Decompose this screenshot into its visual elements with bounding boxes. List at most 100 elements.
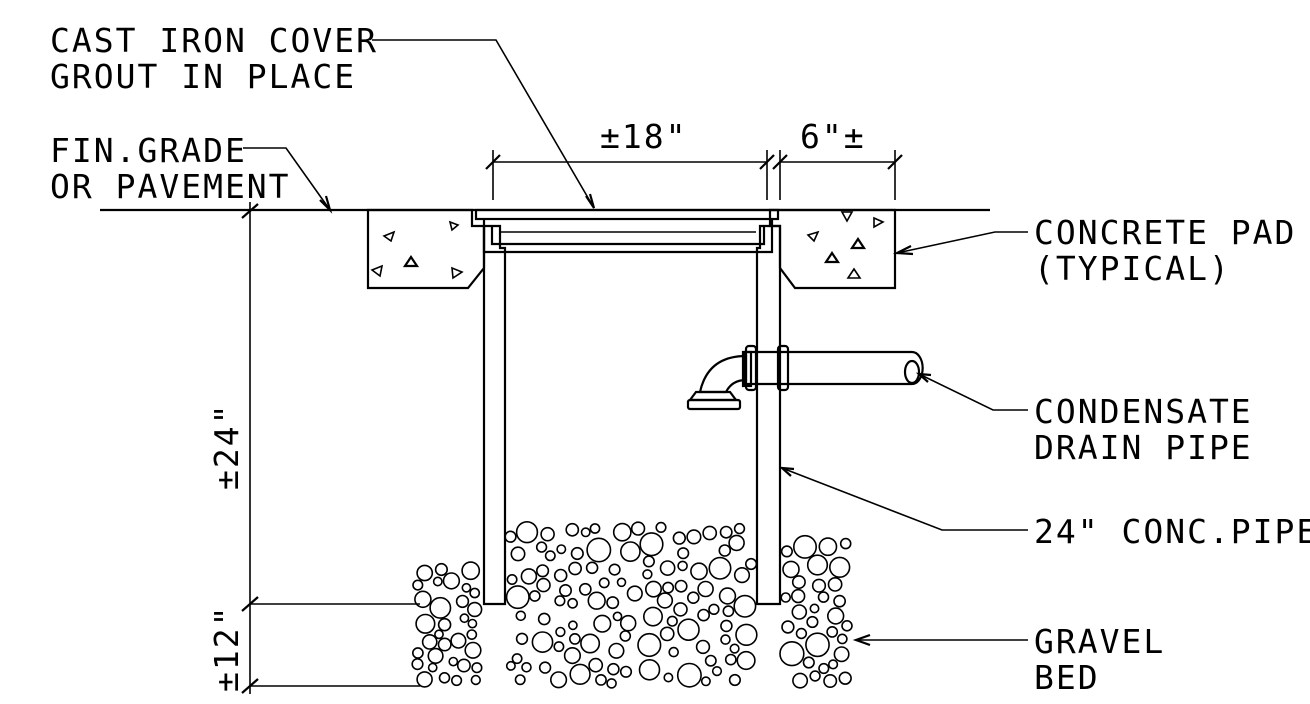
gravel-stone <box>416 564 434 582</box>
gravel-stone <box>690 562 708 581</box>
gravel-stone <box>782 560 800 579</box>
gravel-stone <box>733 522 746 535</box>
concrete-pad-left <box>366 208 486 290</box>
gravel-stone <box>795 627 808 640</box>
gravel-stone <box>836 633 848 645</box>
gravel-stone <box>568 620 578 631</box>
gravel-stone <box>505 660 516 671</box>
gravel-stone <box>626 585 643 602</box>
gravel-stone <box>606 678 617 689</box>
gravel-stone <box>520 568 538 585</box>
gravel-stone <box>818 537 838 557</box>
gravel-stone <box>563 646 582 665</box>
gravel-stone <box>781 620 795 634</box>
gravel-stone <box>677 618 700 642</box>
cast-iron-cover <box>474 208 780 254</box>
gravel-stone <box>659 626 675 642</box>
label-cover-line1: CAST IRON COVER <box>50 21 378 60</box>
gravel-stone <box>553 641 565 653</box>
gravel-stone <box>565 522 580 537</box>
gravel-stone <box>718 587 737 605</box>
gravel-stone <box>619 630 632 642</box>
gravel-stone <box>456 658 471 673</box>
gravel-stone <box>470 674 481 686</box>
gravel-stone <box>515 520 539 544</box>
gravel-stone <box>451 674 463 687</box>
gravel-stone <box>438 671 451 684</box>
gravel-stone <box>612 611 623 622</box>
gravel-stone <box>806 554 829 576</box>
gravel-stone <box>434 562 449 577</box>
gravel-stone <box>720 634 731 645</box>
gravel-stone <box>817 591 830 603</box>
gravel-stone <box>833 594 846 608</box>
gravel-stone <box>672 531 686 545</box>
gravel-stone <box>724 653 737 666</box>
gravel-stone <box>580 527 591 538</box>
gravel-stone <box>666 615 678 627</box>
gravel-stone <box>686 591 700 605</box>
gravel-stone <box>826 626 839 638</box>
gravel-stone <box>659 560 676 576</box>
gravel-stone <box>427 647 444 665</box>
gravel-stone <box>828 556 851 578</box>
gravel-bed <box>411 520 853 689</box>
gravel-stone <box>461 561 481 581</box>
gravel-stone <box>838 671 852 685</box>
gravel-stone <box>809 603 820 614</box>
gravel-stone <box>587 591 606 610</box>
gravel-stone <box>711 665 723 677</box>
gravel-stone <box>792 534 817 559</box>
gravel-stone <box>511 653 523 665</box>
gravel-stone <box>411 657 424 671</box>
gravel-stone <box>791 604 808 620</box>
gravel-stone <box>598 577 610 589</box>
gravel-stone <box>697 608 710 622</box>
gravel-stone <box>467 618 478 629</box>
dimension-vertical <box>241 202 420 694</box>
gravel-stone <box>569 633 581 645</box>
gravel-stone <box>791 575 806 590</box>
gravel-stone <box>505 585 530 610</box>
dim-gravel-depth-text: ±12" <box>207 605 246 692</box>
gravel-stone <box>662 581 675 594</box>
gravel-stone <box>553 568 568 583</box>
dim-cover-width-text: ±18" <box>600 117 687 156</box>
gravel-stone <box>722 605 735 618</box>
gravel-stone <box>697 580 714 598</box>
gravel-stone <box>708 556 732 580</box>
label-gravel-line1: GRAVEL <box>1034 622 1165 661</box>
gravel-stone <box>567 597 578 609</box>
gravel-stone <box>827 659 839 670</box>
gravel-stone <box>656 592 674 609</box>
gravel-stone <box>467 601 483 618</box>
gravel-stone <box>536 577 551 593</box>
gravel-stone <box>616 577 627 588</box>
gravel-stone <box>578 582 592 596</box>
gravel-stone <box>607 662 620 676</box>
gravel-stone <box>729 643 740 654</box>
gravel-stone <box>818 662 830 675</box>
gravel-stone <box>677 560 688 572</box>
gravel-stone <box>674 579 688 593</box>
gravel-stone <box>415 613 436 634</box>
gravel-stone <box>702 525 718 541</box>
label-grade-line2: OR PAVEMENT <box>50 167 291 206</box>
gravel-stone <box>558 583 572 597</box>
gravel-stone <box>612 522 632 542</box>
gravel-stone <box>637 632 662 658</box>
gravel-stone <box>663 672 674 683</box>
gravel-stone <box>528 590 541 602</box>
gravel-stone <box>655 521 667 534</box>
gravel-stone <box>455 594 470 609</box>
label-drain-line1: CONDENSATE <box>1034 392 1253 431</box>
gravel-stone <box>459 613 470 624</box>
gravel-stone <box>728 534 745 552</box>
gravel-stone <box>569 663 591 685</box>
gravel-stone <box>642 569 653 580</box>
gravel-stone <box>450 632 467 649</box>
concrete-pipe <box>482 224 782 606</box>
gravel-stone <box>802 656 815 669</box>
gravel-stone <box>718 544 732 557</box>
